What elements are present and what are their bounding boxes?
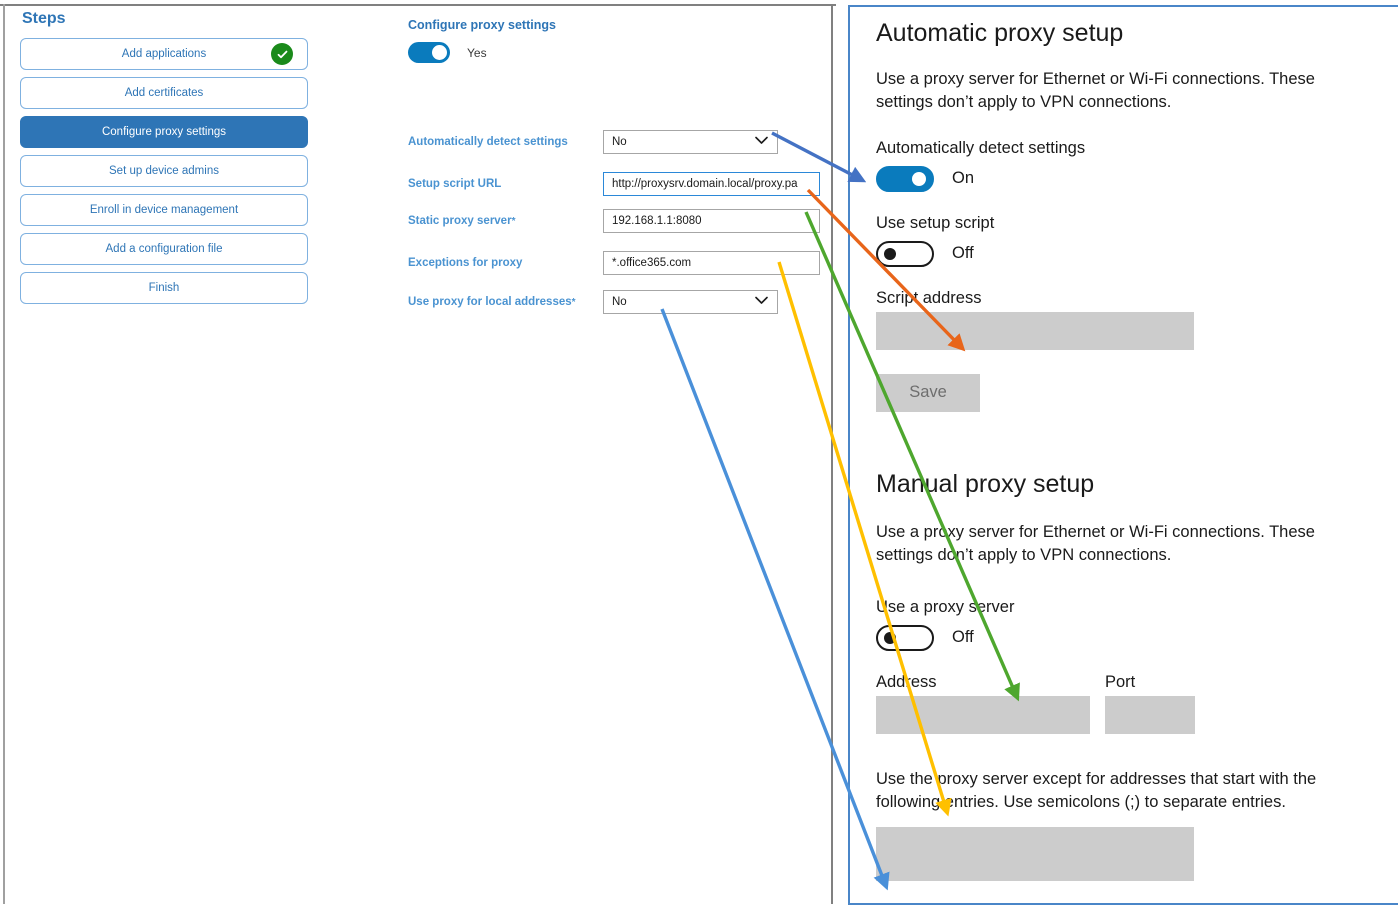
sidebar-item-set-up-device-admins[interactable]: Set up device admins bbox=[20, 155, 308, 187]
form-title: Configure proxy settings bbox=[408, 18, 556, 32]
toggle-knob bbox=[884, 247, 896, 260]
step-label: Enroll in device management bbox=[89, 204, 239, 216]
automatically-detect-settings-toggle[interactable] bbox=[876, 165, 934, 192]
save-button[interactable]: Save bbox=[876, 373, 980, 412]
use-proxy-for-local-addresses-select[interactable]: No bbox=[603, 290, 778, 314]
automatically-detect-settings-toggle-row: On bbox=[876, 165, 1398, 192]
select-value: No bbox=[612, 296, 627, 308]
proxy-exceptions-description: Use the proxy server except for addresse… bbox=[876, 769, 1317, 812]
field-row-use-proxy-for-local-addresses: Use proxy for local addresses* No bbox=[408, 290, 828, 314]
sidebar-item-finish[interactable]: Finish bbox=[20, 272, 308, 304]
configure-proxy-toggle-row: Yes bbox=[408, 42, 828, 63]
step-label: Set up device admins bbox=[109, 165, 219, 177]
use-setup-script-state: Off bbox=[952, 244, 974, 263]
steps-title: Steps bbox=[22, 10, 66, 27]
manual-proxy-setup-description: Use a proxy server for Ethernet or Wi-Fi… bbox=[876, 522, 1315, 565]
script-address-input[interactable] bbox=[876, 311, 1194, 350]
sidebar-item-add-certificates[interactable]: Add certificates bbox=[20, 77, 308, 109]
field-row-setup-script-url: Setup script URL http://proxysrv.domain.… bbox=[408, 172, 828, 196]
automatically-detect-settings-label: Automatically detect settings bbox=[876, 138, 1086, 157]
use-a-proxy-server-toggle-row: Off bbox=[876, 624, 1398, 651]
window-top-border bbox=[0, 4, 836, 6]
sidebar-item-add-applications[interactable]: Add applications bbox=[20, 38, 308, 70]
port-label: Port bbox=[1105, 672, 1136, 691]
use-setup-script-toggle[interactable] bbox=[876, 240, 934, 267]
chevron-down-icon bbox=[755, 136, 768, 148]
chevron-down-icon bbox=[755, 296, 768, 308]
automatically-detect-settings-select[interactable]: No bbox=[603, 130, 778, 154]
script-address-label: Script address bbox=[876, 288, 982, 307]
manual-proxy-setup-heading: Manual proxy setup bbox=[876, 469, 1095, 498]
step-label: Finish bbox=[148, 282, 180, 294]
use-a-proxy-server-state: Off bbox=[952, 628, 974, 647]
use-a-proxy-server-toggle[interactable] bbox=[876, 624, 934, 651]
required-marker: * bbox=[511, 216, 516, 227]
windows-proxy-settings-panel: Automatic proxy setup Use a proxy server… bbox=[848, 5, 1398, 905]
check-circle-icon bbox=[271, 43, 293, 65]
step-label: Add a configuration file bbox=[105, 243, 223, 255]
use-setup-script-label: Use setup script bbox=[876, 213, 995, 232]
input-value: http://proxysrv.domain.local/proxy.pa bbox=[612, 178, 798, 190]
proxy-exceptions-input[interactable] bbox=[876, 826, 1194, 881]
panel-divider bbox=[831, 4, 833, 904]
toggle-knob bbox=[912, 171, 926, 186]
automatic-proxy-setup-heading: Automatic proxy setup bbox=[876, 19, 1124, 47]
input-value: *.office365.com bbox=[612, 257, 692, 269]
field-label: Exceptions for proxy bbox=[408, 257, 523, 269]
proxy-form-panel: Configure proxy settings Yes bbox=[408, 18, 828, 69]
use-setup-script-toggle-row: Off bbox=[876, 240, 1398, 267]
automatic-proxy-setup-description: Use a proxy server for Ethernet or Wi-Fi… bbox=[876, 70, 1315, 112]
configure-proxy-toggle[interactable] bbox=[408, 42, 450, 63]
field-label: Use proxy for local addresses* bbox=[408, 296, 576, 308]
setup-script-url-input[interactable]: http://proxysrv.domain.local/proxy.pa bbox=[603, 172, 820, 196]
port-input[interactable] bbox=[1105, 695, 1195, 734]
toggle-knob bbox=[884, 631, 896, 644]
sidebar-item-add-a-configuration-file[interactable]: Add a configuration file bbox=[20, 233, 308, 265]
configure-proxy-toggle-value: Yes bbox=[467, 45, 487, 60]
input-value: 192.168.1.1:8080 bbox=[612, 215, 702, 227]
field-row-automatically-detect-settings: Automatically detect settings No bbox=[408, 130, 828, 154]
step-label: Add certificates bbox=[124, 87, 204, 99]
field-row-exceptions-for-proxy: Exceptions for proxy *.office365.com bbox=[408, 251, 828, 275]
field-label: Setup script URL bbox=[408, 178, 502, 190]
field-row-static-proxy-server: Static proxy server* 192.168.1.1:8080 bbox=[408, 209, 828, 233]
sidebar-item-enroll-in-device-management[interactable]: Enroll in device management bbox=[20, 194, 308, 226]
field-label: Automatically detect settings bbox=[408, 136, 568, 148]
use-a-proxy-server-label: Use a proxy server bbox=[876, 597, 1015, 616]
toggle-knob bbox=[432, 45, 447, 60]
step-label: Add applications bbox=[121, 48, 207, 60]
automatically-detect-settings-state: On bbox=[952, 169, 975, 188]
step-label: Configure proxy settings bbox=[101, 126, 226, 138]
window-left-border bbox=[3, 4, 5, 904]
address-input[interactable] bbox=[876, 695, 1090, 734]
required-marker: * bbox=[571, 297, 576, 308]
steps-panel: Steps Add applications Add certificates … bbox=[20, 10, 308, 311]
field-label: Static proxy server* bbox=[408, 215, 516, 227]
address-label: Address bbox=[876, 672, 937, 691]
address-port-row: Address Port bbox=[876, 673, 1398, 734]
select-value: No bbox=[612, 136, 627, 148]
static-proxy-server-input[interactable]: 192.168.1.1:8080 bbox=[603, 209, 820, 233]
exceptions-for-proxy-input[interactable]: *.office365.com bbox=[603, 251, 820, 275]
save-button-label: Save bbox=[909, 383, 947, 402]
sidebar-item-configure-proxy-settings[interactable]: Configure proxy settings bbox=[20, 116, 308, 148]
